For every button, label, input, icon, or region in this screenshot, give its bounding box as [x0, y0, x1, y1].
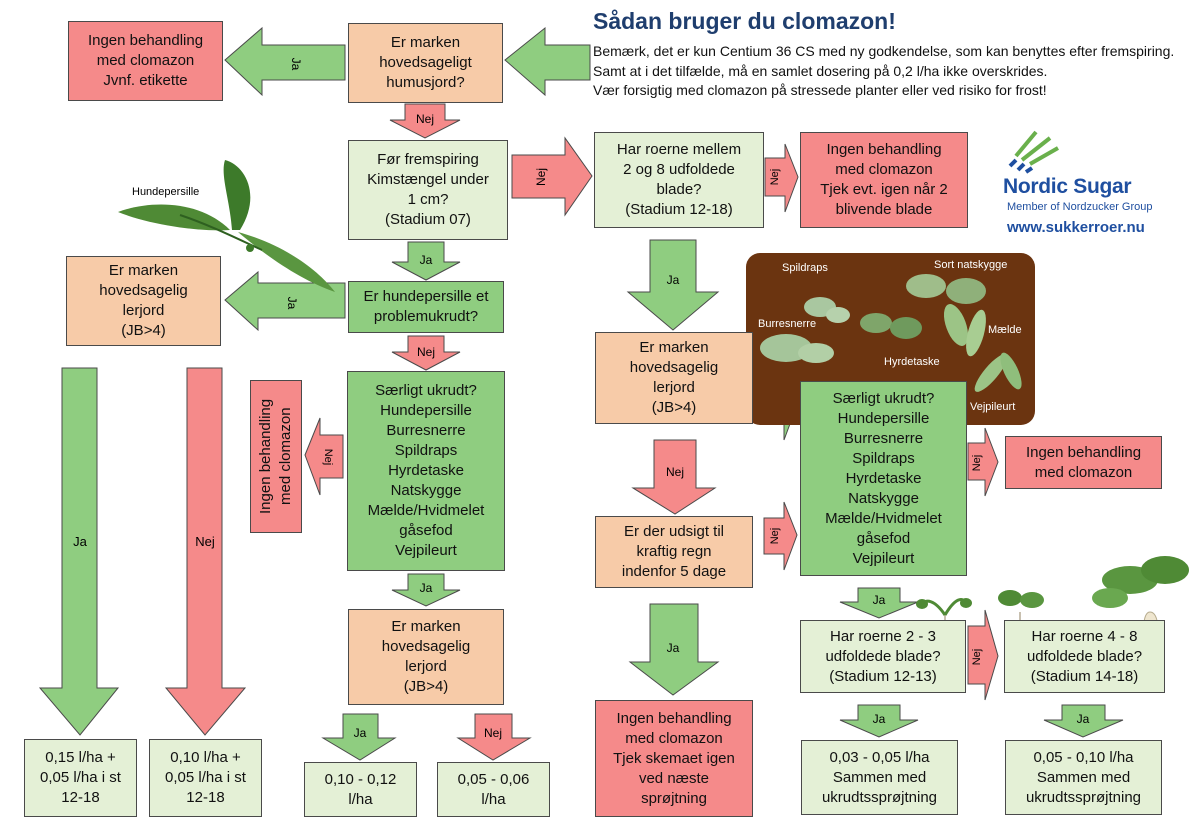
question-lerjord-right-box: Er marken hovedsagelig lerjord (JB>4): [595, 332, 753, 424]
question-rain-box: Er der udsigt til kraftig regn indenfor …: [595, 516, 753, 588]
plant-label-burresnerre: Burresnerre: [758, 318, 817, 330]
result-no-treatment-vertical-box: Ingen behandling med clomazon: [250, 380, 302, 533]
arrow-yes-big-left: Ja: [38, 367, 120, 736]
sugar-beet-leaf-logo-icon: [1008, 130, 1059, 174]
arrow-yes-regn: Ja: [628, 603, 720, 696]
arrow-label: Ja: [873, 712, 886, 726]
logo-tagline: Member of Nordzucker Group: [1007, 201, 1153, 213]
dose-005-010-box: 0,05 - 0,10 l/ha Sammen med ukrudtssprøj…: [1005, 740, 1162, 815]
arrow-no-ler-mid: Nej: [456, 713, 532, 761]
question-roer-2-3-box: Har roerne 2 - 3 udfoldede blade? (Stadi…: [800, 620, 966, 693]
arrow-no-roer: Nej: [764, 143, 799, 213]
arrow-label: Nej: [484, 726, 502, 740]
plant-label-hyrdetaske: Hyrdetaske: [884, 356, 940, 368]
page-title: Sådan bruger du clomazon!: [593, 8, 896, 34]
question-special-weeds-left-box: Særligt ukrudt? Hundepersille Burresnerr…: [347, 371, 505, 571]
arrow-label: Nej: [971, 455, 983, 472]
arrow-label: Ja: [285, 297, 299, 310]
arrow-yes-hunde: Ja: [224, 270, 346, 332]
dose-010-012-box: 0,10 - 0,12 l/ha: [304, 762, 417, 817]
arrow-yes-roer: Ja: [626, 239, 720, 331]
arrow-no-big-left: Nej: [164, 367, 247, 736]
dose-010-box: 0,10 l/ha + 0,05 l/ha i st 12-18: [149, 739, 262, 817]
arrow-label: Nej: [534, 168, 548, 186]
arrow-label: Ja: [667, 273, 680, 287]
arrow-no-ler-right: Nej: [631, 439, 717, 515]
arrow-yes-roer-4-8: Ja: [1043, 704, 1124, 738]
question-pre-emergence-box: Før fremspiring Kimstængel under 1 cm? (…: [348, 140, 508, 240]
dose-003-005-box: 0,03 - 0,05 l/ha Sammen med ukrudtssprøj…: [801, 740, 958, 815]
arrow-label: Nej: [195, 534, 215, 549]
arrow-no-pre: Nej: [511, 136, 593, 217]
arrow-yes-ukrudt-right: Ja: [839, 587, 919, 619]
arrow-yes-ler-mid: Ja: [321, 713, 397, 761]
arrow-yes-ukrudt-left: Ja: [391, 573, 461, 607]
arrow-yes-pre: Ja: [391, 241, 461, 281]
result-no-treatment-right-box: Ingen behandling med clomazon: [1005, 436, 1162, 489]
arrow-label: Ja: [73, 534, 88, 549]
question-special-weeds-right-box: Særligt ukrudt? Hundepersille Burresnerr…: [800, 381, 967, 576]
arrow-label: Nej: [666, 465, 684, 479]
arrow-label: Nej: [416, 112, 434, 126]
arrow-yes-roer-2-3: Ja: [839, 704, 919, 738]
arrow-label: Ja: [354, 726, 367, 740]
plant-label-sort-natskygge: Sort natskygge: [934, 259, 1008, 271]
plant-label-spildraps: Spildraps: [782, 262, 828, 274]
question-roer-4-8-box: Har roerne 4 - 8 udfoldede blade? (Stadi…: [1004, 620, 1165, 693]
question-humus-box: Er marken hovedsageligt humusjord?: [348, 23, 503, 103]
arrow-no-roer-2-3: Nej: [967, 609, 999, 701]
arrow-no-regn: Nej: [763, 501, 798, 571]
plant-label-hundepersille: Hundepersille: [132, 186, 199, 198]
note-paragraph: Vær forsigtig med clomazon på stressede …: [593, 82, 1047, 98]
result-no-treatment-2-leaf-box: Ingen behandling med clomazon Tjek evt. …: [800, 132, 968, 228]
arrow-label: Nej: [769, 169, 781, 186]
result-no-treatment-next-box: Ingen behandling med clomazon Tjek skema…: [595, 700, 753, 817]
arrow-label: Ja: [1077, 712, 1090, 726]
arrow-label: Ja: [420, 581, 433, 595]
notes-block: Bemærk, det er kun Centium 36 CS med ny …: [593, 42, 1193, 101]
arrow-label: Ja: [289, 58, 303, 71]
arrow-no-humus: Nej: [389, 103, 461, 139]
plant-label-maelde: Mælde: [988, 324, 1022, 336]
arrow-label: Ja: [420, 253, 433, 267]
dose-005-006-box: 0,05 - 0,06 l/ha: [437, 762, 550, 817]
logo-url: www.sukkerroer.nu: [1007, 219, 1145, 236]
question-roer-2-8-box: Har roerne mellem 2 og 8 udfoldede blade…: [594, 132, 764, 228]
arrow-label: Ja: [667, 641, 680, 655]
weed-seedlings-illustration: [760, 274, 1022, 392]
arrow-label: Nej: [971, 649, 983, 666]
arrow-no-ukrudt-right: Nej: [967, 427, 999, 497]
note-paragraph: Bemærk, det er kun Centium 36 CS med ny …: [593, 43, 1175, 79]
logo-name: Nordic Sugar: [1003, 175, 1132, 198]
arrow-yes-humus: Ja: [224, 26, 346, 97]
arrow-label: Nej: [322, 449, 334, 466]
arrow-left-into-humus: [504, 26, 591, 97]
arrow-no-hunde: Nej: [391, 335, 461, 371]
dose-015-box: 0,15 l/ha + 0,05 l/ha i st 12-18: [24, 739, 137, 817]
arrow-no-ukrudt-left: Nej: [304, 417, 344, 496]
hundepersille-plant-icon: [118, 160, 335, 292]
question-lerjord-mid-box: Er marken hovedsagelig lerjord (JB>4): [348, 609, 504, 705]
question-lerjord-left-box: Er marken hovedsagelig lerjord (JB>4): [66, 256, 221, 346]
arrow-label: Nej: [769, 528, 781, 545]
question-hundepersille-box: Er hundepersille et problemukrudt?: [348, 281, 504, 333]
plant-label-vejpileurt: Vejpileurt: [970, 401, 1016, 413]
arrow-label: Nej: [417, 345, 435, 359]
result-no-treatment-label-box: Ingen behandling med clomazon Jvnf. etik…: [68, 21, 223, 101]
arrow-label: Ja: [873, 593, 886, 607]
